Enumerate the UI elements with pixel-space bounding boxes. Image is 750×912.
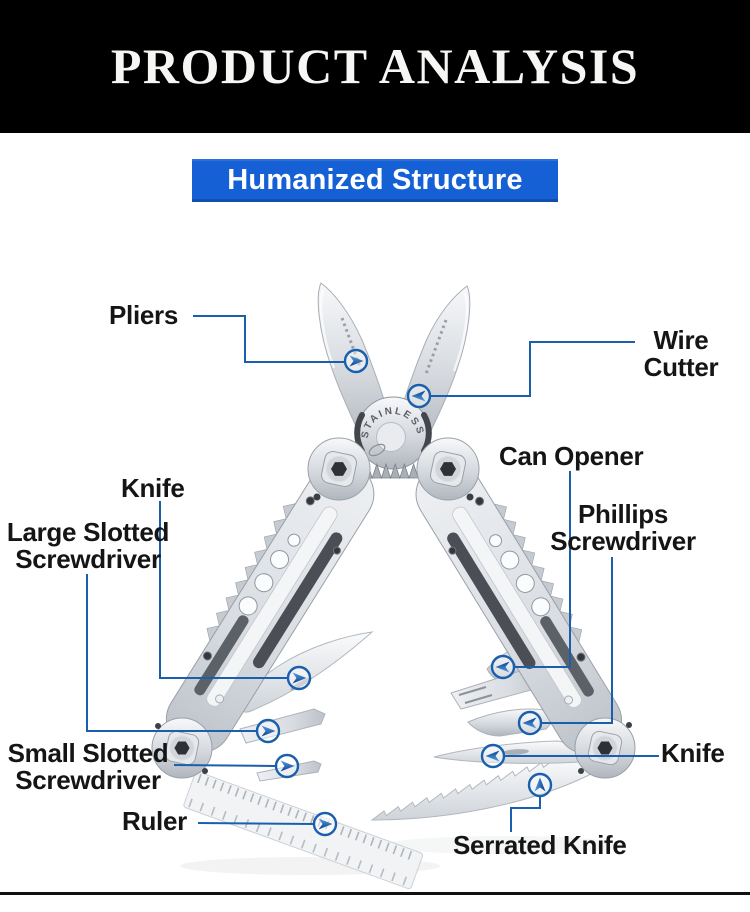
shadow: [385, 836, 625, 854]
folded-tools: [183, 631, 598, 890]
callout-label-large-slotted-screwdriver: Large Slotted Screwdriver: [0, 519, 176, 573]
callout-line-small-slotted-screwdriver: [173, 764, 276, 767]
callout-label-pliers: Pliers: [109, 302, 178, 329]
callout-label-wire-cutter: Wire Cutter: [628, 327, 734, 381]
end-bolt-right: [586, 729, 624, 767]
small-slotted-screwdriver-marker-icon: [274, 753, 300, 779]
label-line: Serrated Knife: [453, 830, 627, 860]
page-title: PRODUCT ANALYSIS: [110, 37, 640, 94]
phillips-screwdriver-marker-icon: [517, 710, 543, 736]
callout-label-ruler: Ruler: [122, 808, 187, 835]
ruler-tool: [183, 771, 424, 890]
serrated-blade: [370, 756, 598, 821]
serrated-knife-marker-icon: [527, 772, 553, 798]
label-line: Phillips: [577, 499, 669, 529]
large-slotted-screwdriver-marker-icon: [255, 718, 281, 744]
gear-teeth: [362, 462, 419, 480]
callout-label-can-opener: Can Opener: [499, 441, 644, 471]
header-banner: PRODUCT ANALYSIS: [0, 0, 750, 133]
wire-cutter-marker-icon: [406, 383, 432, 409]
flat-screwdriver-small: [256, 760, 322, 782]
label-line: Knife: [661, 738, 725, 768]
label-line: Screwdriver: [15, 544, 161, 574]
label-line: Screwdriver: [15, 765, 161, 795]
label-line: Can Opener: [499, 441, 644, 471]
pliers-marker-icon: [343, 348, 369, 374]
section-banner-text: Humanized Structure: [227, 164, 523, 196]
callout-line-wire-cutter: [431, 341, 635, 397]
pivot-lobes: [151, 437, 636, 779]
label-line: Cutter: [643, 352, 719, 382]
ruler-marker-icon: [312, 811, 338, 837]
callout-lines: [86, 315, 659, 832]
label-line: Ruler: [122, 806, 187, 836]
multitool-photo: STAINLESS: [146, 282, 642, 890]
callout-label-small-slotted-screwdriver: Small Slotted Screwdriver: [0, 740, 176, 794]
section-banner: Humanized Structure: [192, 159, 558, 202]
pivot-bolt-right: [428, 449, 468, 489]
label-line: Screwdriver: [550, 526, 696, 556]
label-line: Knife: [121, 473, 185, 503]
callout-label-serrated-knife: Serrated Knife: [453, 832, 627, 859]
bottom-divider: [0, 892, 750, 895]
callout-line-can-opener: [515, 471, 571, 668]
callout-line-ruler: [197, 822, 314, 825]
callout-line-large-slotted-screwdriver: [86, 574, 256, 732]
label-line: Pliers: [109, 300, 179, 330]
callout-label-knife-left: Knife: [121, 475, 185, 502]
label-line: Large Slotted: [6, 517, 170, 547]
callout-line-phillips-screwdriver: [542, 557, 613, 724]
label-line: Small Slotted: [7, 738, 169, 768]
knife-left-marker-icon: [286, 665, 312, 691]
can-opener-marker-icon: [490, 654, 516, 680]
pivot-bolt-left: [319, 449, 359, 489]
callout-label-knife-right: Knife: [661, 740, 725, 767]
flat-screwdriver-large: [239, 708, 326, 744]
callout-line-pliers: [193, 315, 344, 363]
callout-markers: [255, 348, 553, 837]
callout-line-knife-left: [159, 501, 287, 679]
label-line: Wire: [653, 325, 709, 355]
callout-line-serrated-knife: [510, 797, 541, 832]
callout-label-phillips-screwdriver: Phillips Screwdriver: [541, 501, 705, 555]
knife-right-marker-icon: [480, 743, 506, 769]
